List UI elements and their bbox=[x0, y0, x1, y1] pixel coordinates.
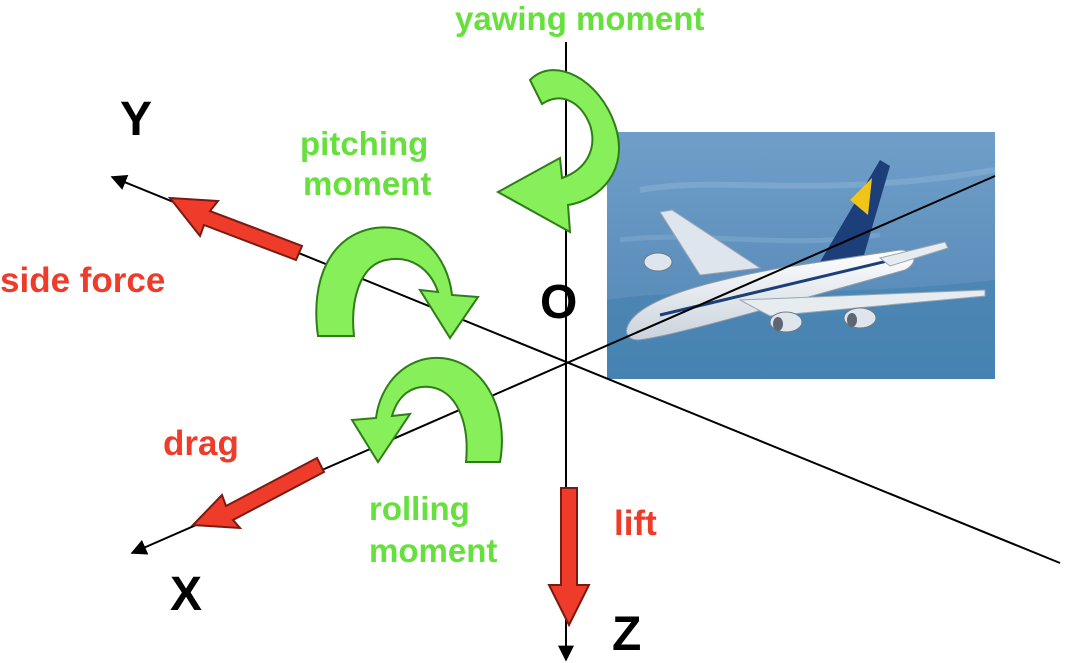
rolling-moment-arrow bbox=[350, 356, 503, 464]
airliner-photo-icon bbox=[607, 132, 996, 379]
pitching-moment-arrow bbox=[315, 226, 480, 340]
origin-label: O bbox=[540, 276, 577, 329]
side-force-arrow bbox=[167, 196, 304, 262]
lift-arrow bbox=[547, 487, 591, 628]
rolling-moment-label-line1: rolling bbox=[369, 490, 470, 527]
yawing-moment-arrow bbox=[495, 69, 620, 234]
side-force-label: side force bbox=[0, 261, 165, 300]
axis-label-x: X bbox=[170, 568, 202, 621]
axis-label-y: Y bbox=[120, 93, 152, 146]
lift-label: lift bbox=[614, 504, 657, 543]
axis-label-z: Z bbox=[612, 608, 641, 661]
yawing-moment-label: yawing moment bbox=[455, 0, 704, 37]
pitching-moment-label-line1: pitching bbox=[300, 125, 428, 162]
rolling-moment-label-line2: moment bbox=[369, 532, 497, 569]
drag-arrow bbox=[190, 456, 326, 530]
drag-label: drag bbox=[163, 424, 239, 463]
pitching-moment-label-line2: moment bbox=[303, 165, 431, 202]
